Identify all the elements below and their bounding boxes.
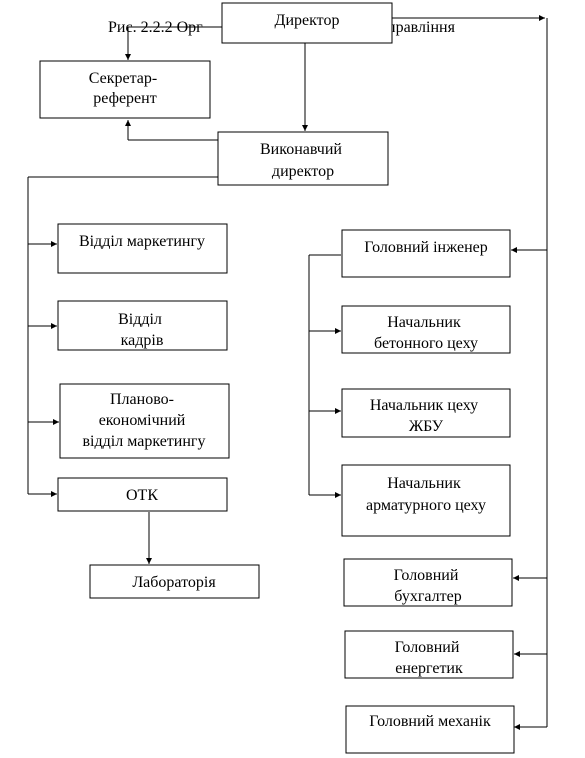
zhbu-shop-head-box: Начальник цеху ЖБУ — [341, 388, 511, 438]
exec-director-label-line-2: директор — [272, 163, 334, 180]
laboratory-box: Лабораторія — [89, 564, 260, 599]
hr-dept-label-line-1: Відділ — [118, 311, 162, 328]
svg-text:Секретар- референт: Секретар- референт — [89, 70, 161, 107]
svg-text:Начальник арматурного ц: Начальник арматурного цеху — [366, 475, 486, 514]
secretary-box: Секретар- референт — [39, 60, 211, 119]
svg-text:Відділ кадрів: Відділ кадрів — [118, 311, 166, 349]
svg-text:Планово- економічний: Планово- економічний відділ маркетингу — [83, 391, 206, 450]
concrete-shop-label-line-1: Начальник — [387, 314, 461, 331]
hr-dept-label-line-2: кадрів — [121, 332, 164, 349]
figure-caption-right: управління — [379, 19, 456, 36]
svg-text:Начальник бетонного цеху: Начальник бетонного цеху — [374, 314, 478, 352]
svg-text:Головний бухгалтер: Головний бухгалтер — [394, 567, 463, 605]
director-box: Директор — [221, 2, 393, 44]
chief-power-engineer-box: Головний енергетик — [344, 630, 514, 679]
svg-text:Головний інженер: Головний інженер — [364, 239, 487, 256]
planning-dept-label-line-1: Планово- — [110, 391, 174, 408]
zhbu-shop-label-line-2: ЖБУ — [409, 418, 444, 435]
svg-text:Головний механік: Головний механік — [369, 713, 491, 730]
laboratory-label: Лабораторія — [132, 574, 216, 591]
svg-text:Виконавчий директор: Виконавчий директор — [260, 141, 346, 180]
exec-director-label-line-1: Виконавчий — [260, 141, 342, 158]
chief-power-engineer-label-line-2: енергетик — [395, 660, 463, 677]
chief-engineer-label: Головний інженер — [364, 239, 487, 256]
svg-text:Відділ маркетингу: Відділ маркетингу — [79, 233, 205, 250]
secretary-label-line-2: референт — [93, 90, 156, 107]
svg-text:Головний енергетик: Головний енергетик — [395, 639, 464, 677]
concrete-shop-head-box: Начальник бетонного цеху — [341, 305, 511, 354]
concrete-shop-label-line-2: бетонного цеху — [374, 335, 478, 352]
chief-mechanic-box: Головний механік — [345, 705, 515, 754]
rebar-shop-head-box: Начальник арматурного цеху — [341, 464, 511, 537]
exec-director-box: Виконавчий директор — [217, 131, 389, 186]
chief-power-engineer-label-line-1: Головний — [395, 639, 460, 656]
otk-label: ОТК — [126, 487, 158, 504]
hr-dept-box: Відділ кадрів — [57, 300, 228, 351]
svg-text:Лабораторія: Лабораторія — [132, 574, 216, 591]
svg-text:ОТК: ОТК — [126, 487, 158, 504]
secretary-label-line-1: Секретар- — [89, 70, 157, 87]
rebar-shop-label-line-1: Начальник — [387, 475, 461, 492]
marketing-dept-label: Відділ маркетингу — [79, 233, 205, 250]
planning-dept-box: Планово- економічний відділ маркетингу — [59, 383, 230, 459]
planning-dept-label-line-2: економічний — [99, 412, 186, 429]
chief-mechanic-label: Головний механік — [369, 713, 491, 730]
chief-accountant-label-line-2: бухгалтер — [394, 588, 461, 605]
marketing-dept-box: Відділ маркетингу — [57, 223, 228, 274]
chief-accountant-label-line-1: Головний — [394, 567, 459, 584]
connectors — [27, 15, 548, 730]
planning-dept-label-line-3: відділ маркетингу — [83, 433, 206, 450]
rebar-shop-label-line-2: арматурного цеху — [366, 497, 486, 514]
svg-text:Начальник цеху ЖБУ: Начальник цеху ЖБУ — [370, 397, 482, 435]
chief-accountant-box: Головний бухгалтер — [343, 558, 513, 607]
chief-engineer-box: Головний інженер — [341, 229, 511, 278]
svg-text:Директор: Директор — [275, 12, 340, 29]
zhbu-shop-label-line-1: Начальник цеху — [370, 397, 478, 414]
otk-box: ОТК — [57, 477, 228, 512]
director-label: Директор — [275, 12, 340, 29]
